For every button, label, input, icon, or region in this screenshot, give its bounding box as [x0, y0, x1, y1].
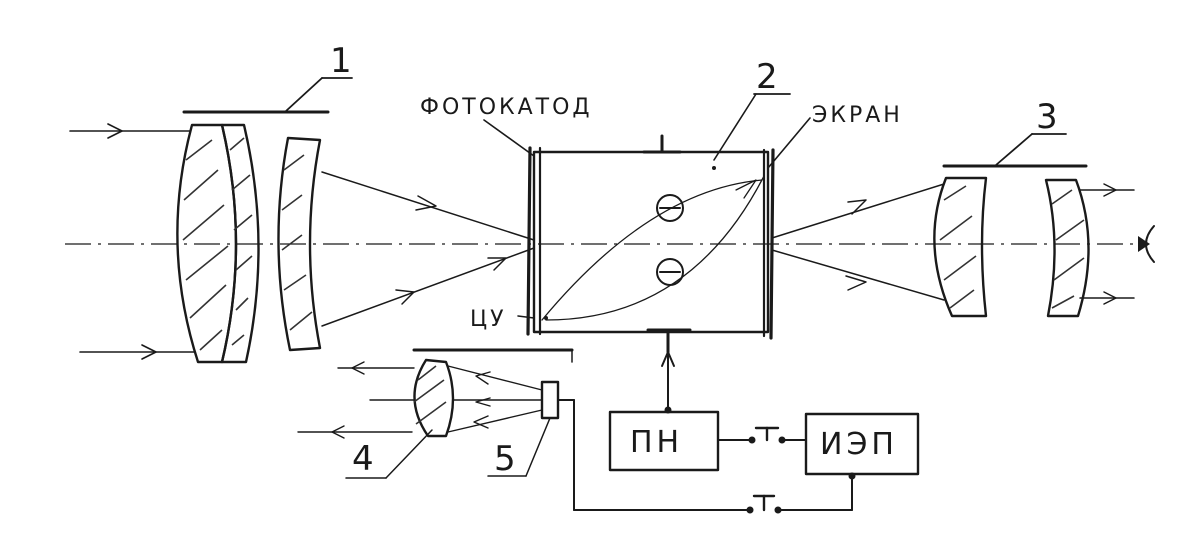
eyepiece-input-rays — [771, 183, 945, 301]
screen-label: ЭКРАН — [812, 103, 903, 128]
converter-number: 2 — [756, 57, 778, 97]
incoming-rays — [69, 123, 196, 360]
image-intensifier-tube — [526, 134, 775, 354]
focusing-electrode-upper — [656, 194, 684, 222]
objective-output-rays — [321, 171, 535, 327]
eyepiece-lens-group — [933, 133, 1090, 318]
objective-number: 1 — [330, 41, 352, 81]
illuminator-lens-number: 4 — [352, 439, 374, 479]
photocathode-label: ФОТОКАТОД — [420, 95, 593, 120]
eye-icon — [1138, 225, 1155, 263]
power-source-block: ИЭП — [804, 412, 920, 476]
photocathode-plate — [526, 146, 532, 336]
control-electrode-label: ЦУ — [470, 307, 507, 332]
objective-lens-group — [176, 77, 353, 364]
light-source — [540, 380, 560, 420]
illuminator — [297, 348, 574, 479]
power-source-label: ИЭП — [820, 427, 898, 462]
eyepiece-output-rays — [1079, 183, 1135, 305]
voltage-converter-label: ПН — [630, 425, 683, 460]
voltage-converter-block: ПН — [608, 410, 720, 472]
light-source-number: 5 — [494, 439, 516, 479]
wiring — [557, 351, 856, 514]
eyepiece-number: 3 — [1036, 97, 1058, 137]
